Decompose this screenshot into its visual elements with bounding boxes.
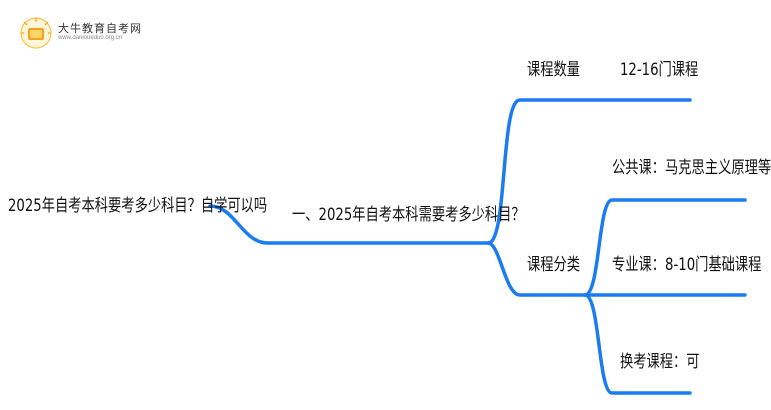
logo-icon — [20, 17, 52, 49]
category-item-major: 专业课：8-10门基础课程 — [612, 255, 762, 275]
logo-url: www.danioueduo.org.cn — [58, 35, 123, 41]
category-item-public: 公共课：马克思主义原理等 — [612, 158, 771, 178]
category-item-exchange: 换考课程：可 — [620, 352, 700, 372]
level1-node: 一、2025年自考本科需要考多少科目？ — [292, 205, 525, 225]
connector-level1-category — [486, 241, 587, 297]
connector-category-public — [583, 198, 747, 297]
connector-root-level1 — [208, 204, 490, 245]
branch-count-label: 课程数量 — [527, 60, 581, 80]
mindmap-connectors — [208, 98, 747, 395]
root-node: 2025年自考本科要考多少科目？自学可以吗 — [8, 196, 268, 216]
logo-name: 大牛教育自考网 — [58, 22, 142, 35]
site-logo — [18, 16, 148, 50]
connector-category-exchange — [583, 293, 692, 395]
branch-category-label: 课程分类 — [527, 255, 581, 275]
connector-level1-count — [486, 98, 692, 245]
branch-count-value: 12-16门课程 — [620, 60, 699, 80]
